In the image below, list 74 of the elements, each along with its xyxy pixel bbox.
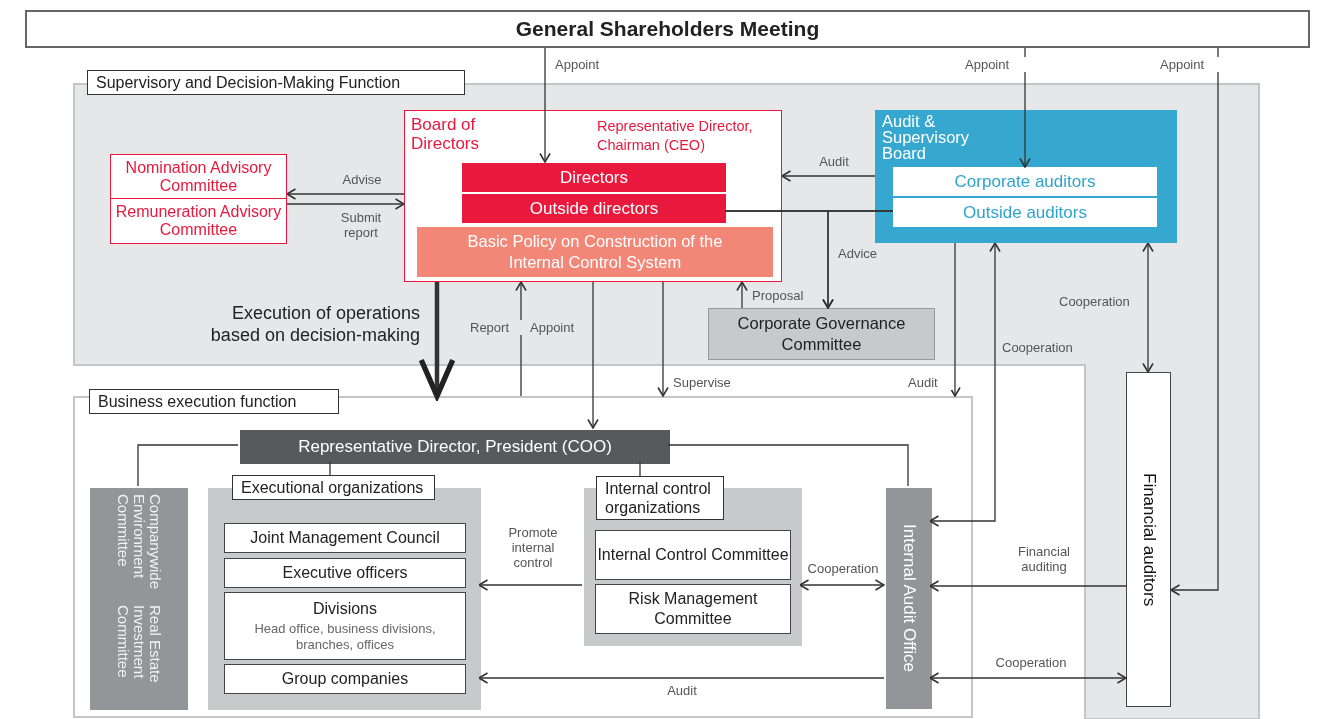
- policy-box: [417, 227, 773, 277]
- box-label: Internal Control Committee: [597, 545, 789, 565]
- box-label: Executive officers: [282, 564, 408, 582]
- box-label: Outside auditors: [963, 202, 1087, 223]
- section-title: Internal control organizations: [596, 476, 724, 520]
- header-box: [25, 10, 1310, 48]
- arrow: [929, 580, 1127, 592]
- arrow: [587, 281, 599, 429]
- arrow: [736, 281, 748, 309]
- connector-line: [667, 444, 909, 487]
- org-box: [224, 592, 466, 660]
- arrow: [1142, 242, 1154, 373]
- box-subtitle: Real Estate Investment Committee: [115, 605, 163, 685]
- arrow: [539, 47, 551, 163]
- box-label: Representative Director, President (COO): [298, 437, 612, 457]
- box-label: Internal Audit Office: [899, 524, 919, 673]
- committee-box: [708, 308, 935, 360]
- edge-label: Appoint: [1158, 57, 1222, 72]
- arrow: [799, 579, 885, 591]
- box-label: Joint Management Council: [250, 529, 440, 547]
- box-subtitle: Representative Director, Chairman (CEO): [597, 117, 754, 155]
- box-label: Corporate auditors: [954, 171, 1096, 192]
- arrow: [478, 579, 583, 591]
- arrow: [1019, 47, 1031, 168]
- org-box: [224, 664, 466, 694]
- box-label: Companywide Environment Committee: [115, 494, 163, 592]
- box-label: Basic Policy on Construction of the Internal Control System: [466, 231, 724, 273]
- box-label: Nomination Advisory Committee: [124, 158, 273, 195]
- arrow: [929, 672, 1127, 684]
- committee-box: [110, 154, 287, 199]
- box-label: Board of Directors: [411, 115, 480, 153]
- board-box: [875, 110, 1177, 243]
- arrow: [286, 198, 405, 210]
- section-title: Executional organizations: [232, 475, 435, 500]
- edge-label: Appoint: [963, 57, 1027, 72]
- arrow: [1170, 47, 1219, 596]
- arrow: [286, 188, 405, 200]
- connector-line: [137, 444, 239, 487]
- arrow: [657, 281, 669, 397]
- section-title: Business execution function: [89, 389, 339, 414]
- box-label: Financial auditors: [1138, 472, 1159, 607]
- committee-box: [595, 530, 791, 580]
- arrow: [949, 242, 961, 397]
- member-bar: [462, 194, 726, 223]
- auditor-box: [1126, 372, 1171, 707]
- arrow: [781, 170, 876, 182]
- edge-label: Audit: [906, 375, 952, 390]
- box-label: Remuneration Advisory Committee: [114, 203, 283, 239]
- member-bar: [893, 198, 1157, 227]
- executive-bar: [240, 430, 670, 464]
- box-label: Corporate Governance Committee: [736, 313, 907, 355]
- box-label: Group companies: [281, 670, 409, 688]
- committee-box: [595, 584, 791, 634]
- box-label: Outside directors: [529, 198, 659, 219]
- box-label: Divisions: [313, 599, 377, 618]
- box-label: Directors: [560, 167, 628, 188]
- box-label: Audit & Supervisory Board: [882, 113, 971, 161]
- arrow: [418, 282, 456, 399]
- board-box: [404, 110, 782, 282]
- box-subtitle: Head office, business divisions, branches, offices: [253, 620, 437, 653]
- office-bar: [886, 488, 932, 709]
- member-bar: [893, 167, 1157, 196]
- org-box: [224, 523, 466, 553]
- committee-bar: [90, 488, 188, 710]
- arrow: [929, 242, 1001, 527]
- arrow: [478, 672, 885, 684]
- edge-label: Report: [468, 320, 522, 335]
- box-label: General Shareholders Meeting: [515, 17, 820, 41]
- box-label: Risk Management Committee: [627, 589, 759, 629]
- org-box: [224, 558, 466, 588]
- section-title: Supervisory and Decision-Making Function: [87, 70, 465, 95]
- arrow: [515, 281, 527, 397]
- arrow: [822, 210, 894, 309]
- member-bar: [462, 163, 726, 192]
